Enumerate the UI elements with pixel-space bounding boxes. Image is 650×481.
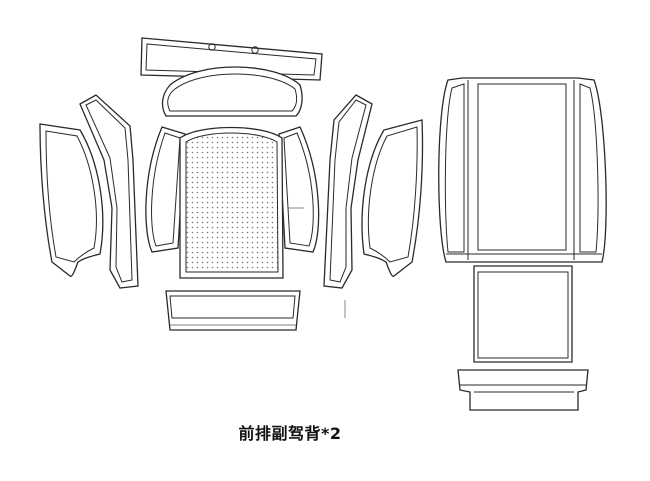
headrest-front-panel <box>161 66 303 117</box>
lower-back-strip <box>165 290 301 331</box>
rear-lower-panel <box>473 265 573 363</box>
headrest-top-panel <box>140 37 323 81</box>
seat-back-center-perforated <box>179 126 284 279</box>
right-outer-side-panel <box>361 119 424 277</box>
left-outer-side-panel <box>39 123 104 277</box>
rear-back-panel <box>438 77 607 263</box>
left-inner-side-bolster <box>145 126 186 253</box>
pattern-caption: 前排副驾背*2 <box>238 424 342 443</box>
left-wing-strip <box>79 94 139 289</box>
rear-bottom-strip <box>457 369 589 411</box>
right-inner-side-bolster <box>278 126 320 253</box>
right-wing-strip <box>323 94 373 289</box>
alignment-marks <box>288 207 346 318</box>
